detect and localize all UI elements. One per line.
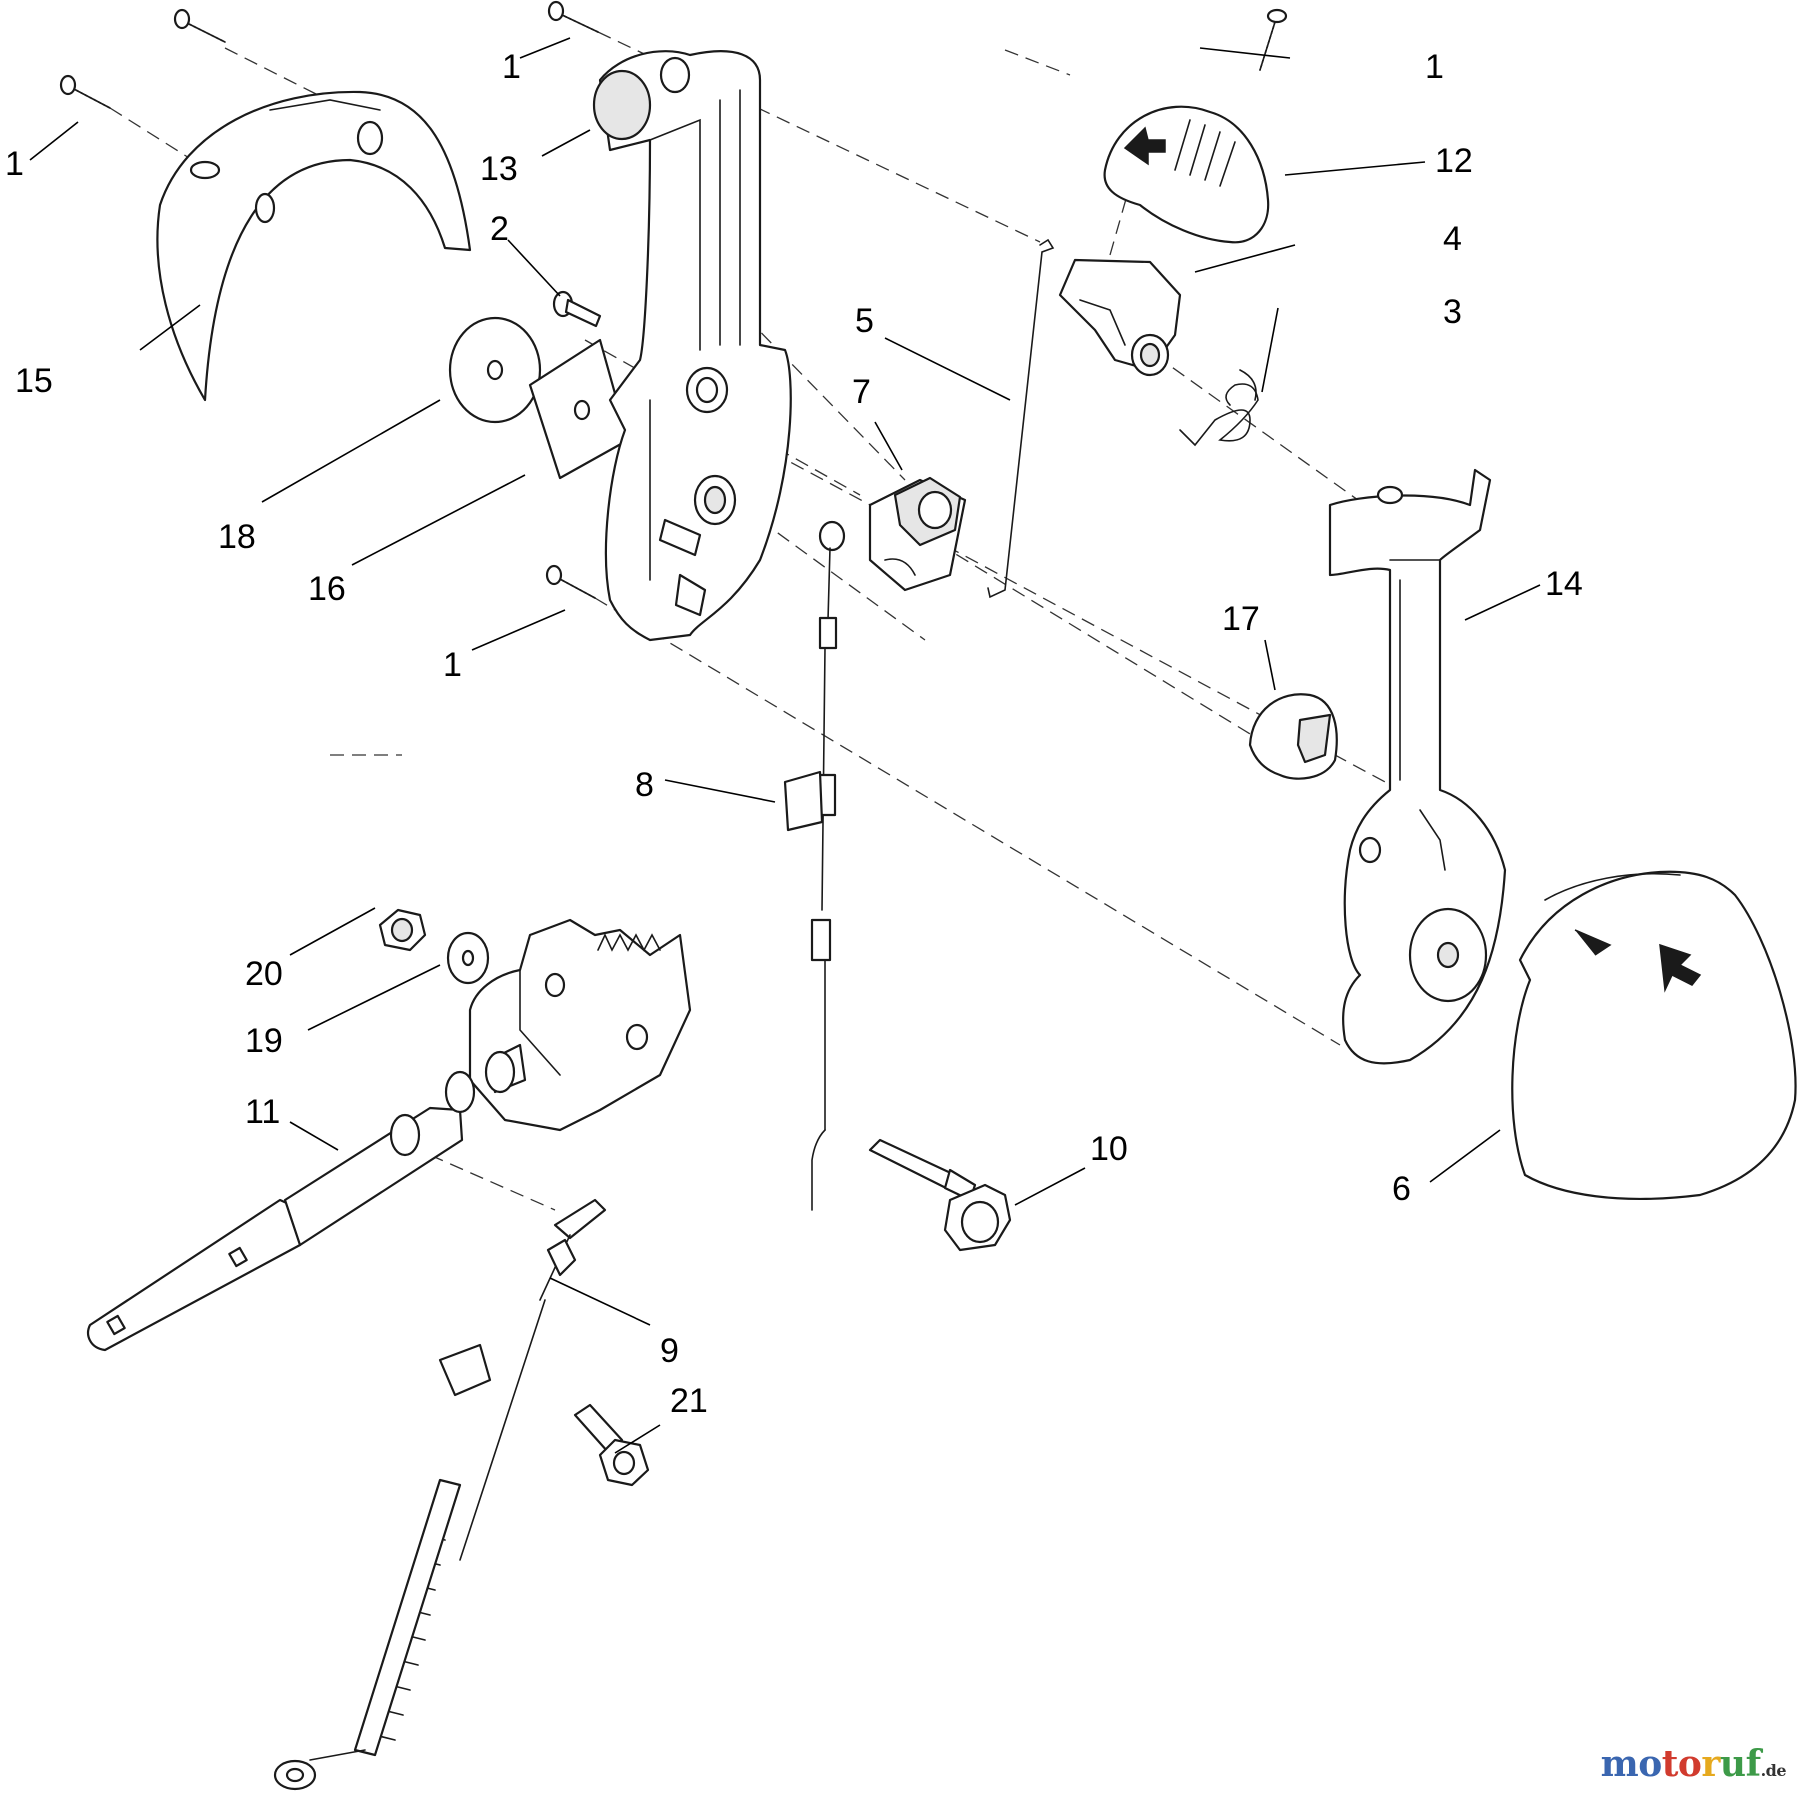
callout-9: 9 — [660, 1332, 679, 1370]
watermark-part-4: uf — [1719, 1743, 1761, 1785]
bolt-21 — [573, 1403, 650, 1487]
nut-20 — [378, 908, 427, 952]
bolt-10 — [868, 1138, 1012, 1252]
callout-20: 20 — [245, 955, 283, 993]
control-bracket — [592, 50, 792, 642]
callouts: 1 1 1 1 2 3 4 5 6 7 8 9 10 11 12 13 14 1… — [5, 48, 1583, 1420]
callout-14: 14 — [1545, 565, 1583, 603]
callout-2: 2 — [490, 210, 509, 248]
watermark-part-2: to — [1661, 1743, 1702, 1785]
callout-18: 18 — [218, 518, 256, 556]
washer-18 — [448, 316, 542, 424]
callout-19: 19 — [245, 1022, 283, 1060]
cam-7 — [868, 476, 967, 592]
callout-1-top-middle: 1 — [502, 48, 521, 86]
screw-top-left-2 — [59, 74, 111, 109]
callout-12: 12 — [1435, 142, 1473, 180]
left-cover — [156, 90, 472, 402]
screw-top-middle — [547, 0, 599, 33]
callout-6: 6 — [1392, 1170, 1411, 1208]
callout-16: 16 — [308, 570, 346, 608]
cable-9 — [273, 1198, 607, 1791]
pad-16 — [528, 338, 630, 480]
watermark-logo: motoruf.de — [1600, 1743, 1787, 1785]
watermark-part-5: .de — [1760, 1761, 1787, 1780]
callout-7: 7 — [852, 373, 871, 411]
right-cover-6 — [1511, 870, 1797, 1201]
washer-19 — [446, 931, 490, 985]
callout-8: 8 — [635, 766, 654, 804]
screw-top-right — [1259, 8, 1288, 71]
screw-bottom-middle — [545, 564, 596, 599]
screw-top-left-1 — [173, 8, 226, 43]
callout-15: 15 — [15, 362, 53, 400]
cable-8 — [783, 520, 846, 1211]
callout-21: 21 — [670, 1382, 708, 1420]
callout-1-bottom-middle: 1 — [443, 646, 462, 684]
latch-4 — [1058, 258, 1182, 377]
callout-1-left: 1 — [5, 145, 24, 183]
leader-lines — [29, 37, 1541, 1454]
callout-10: 10 — [1090, 1130, 1128, 1168]
callout-17: 17 — [1222, 600, 1260, 638]
shift-rod-11 — [87, 918, 692, 1352]
bushing-17 — [1248, 693, 1338, 780]
pin-2 — [552, 290, 602, 328]
lever-handle-14 — [1328, 468, 1507, 1065]
callout-3: 3 — [1443, 293, 1462, 331]
watermark-part-1: mo — [1600, 1743, 1663, 1785]
callout-13: 13 — [480, 150, 518, 188]
callout-4: 4 — [1443, 220, 1462, 258]
spring-3 — [1179, 369, 1259, 447]
callout-5: 5 — [855, 302, 874, 340]
knob-12 — [1103, 105, 1270, 244]
callout-1-top-right: 1 — [1425, 48, 1444, 86]
link-rod-5 — [987, 238, 1055, 599]
watermark-part-3: r — [1701, 1743, 1720, 1785]
callout-11: 11 — [245, 1093, 280, 1131]
